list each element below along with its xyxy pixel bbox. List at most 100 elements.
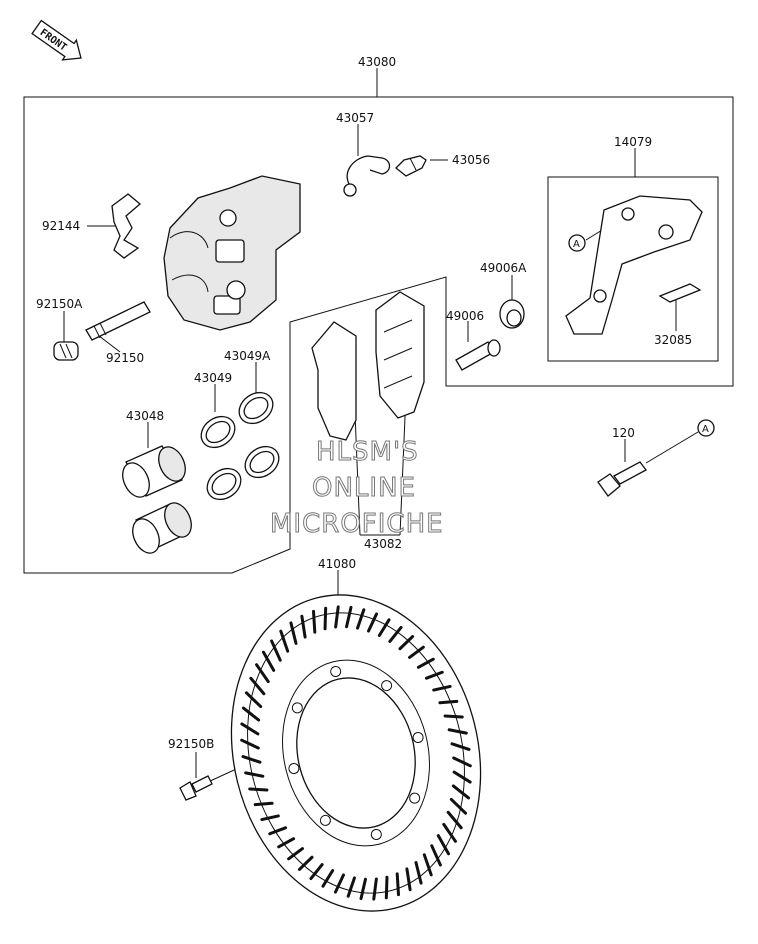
disc-slot: [279, 629, 290, 653]
part-caliper-body-drawing: [163, 175, 301, 331]
part-92150-drawing: [85, 301, 151, 341]
callout-a-bolt: A: [697, 419, 715, 437]
disc-slot: [405, 867, 412, 892]
disc-slot: [367, 612, 379, 633]
disc-slot: [241, 755, 262, 764]
label-43048: 43048: [126, 409, 164, 423]
part-labels: 43080 43057 43056 14079 92144 49006A 921…: [36, 55, 692, 751]
disc-slot: [359, 877, 367, 901]
svg-text:A: A: [702, 424, 709, 435]
disc-slot: [446, 810, 463, 830]
disc-slot: [255, 663, 270, 684]
disc-slot: [249, 676, 266, 696]
disc-slot: [321, 869, 335, 888]
part-seals-drawing: [200, 391, 280, 501]
bracket-sub-box: [547, 176, 719, 362]
disc-slot: [449, 797, 468, 815]
disc-slot: [452, 756, 472, 768]
disc-slot: [244, 691, 263, 709]
part-49006A-drawing: [499, 299, 525, 329]
watermark: HLSM'S ONLINE MICROFICHE: [270, 437, 444, 540]
part-120-drawing: [597, 461, 647, 497]
part-92144-drawing: [111, 193, 142, 259]
label-92150: 92150: [106, 351, 144, 365]
disc-slot: [442, 822, 457, 843]
disc-slot: [323, 606, 328, 631]
label-43056: 43056: [452, 153, 490, 167]
disc-slot: [408, 645, 425, 659]
part-49006-drawing: [455, 339, 501, 371]
part-43056-drawing: [395, 155, 427, 177]
disc-slot: [287, 847, 304, 861]
disc-slot: [260, 814, 280, 822]
disc-slot: [270, 639, 282, 662]
disc-slot: [436, 834, 450, 856]
front-arrow-icon: FRONT: [31, 19, 82, 61]
disc-slot: [253, 801, 274, 807]
disc-slot: [262, 650, 276, 672]
label-43049: 43049: [194, 371, 232, 385]
label-43049A: 43049A: [224, 349, 271, 363]
disc-slot: [244, 771, 265, 778]
disc-slot: [334, 605, 340, 629]
caliper-assembly-outline: [23, 96, 734, 574]
label-92150A: 92150A: [36, 297, 83, 311]
part-14079-drawing: [565, 195, 703, 335]
disc-slot: [248, 787, 269, 792]
disc-slot: [300, 614, 307, 639]
disc-slot: [452, 770, 472, 784]
disc-slot: [377, 618, 391, 637]
label-14079: 14079: [614, 135, 652, 149]
disc-slot: [345, 605, 353, 629]
label-43057: 43057: [336, 111, 374, 125]
label-43080: 43080: [358, 55, 396, 69]
disc-slot: [309, 863, 324, 881]
disc-slot: [346, 876, 356, 898]
disc-slot: [416, 657, 435, 669]
disc-slot: [268, 826, 288, 836]
disc-slot: [297, 855, 314, 871]
label-92150B: 92150B: [168, 737, 214, 751]
label-120: 120: [612, 426, 635, 440]
disc-slot: [241, 706, 261, 722]
part-41080-disc-drawing: [230, 594, 482, 912]
callout-a-bracket: A: [568, 234, 586, 252]
part-43048-drawing: [122, 445, 192, 554]
disc-slot: [388, 625, 403, 643]
disc-slot: [450, 742, 471, 751]
disc-slot: [443, 714, 464, 719]
label-49006: 49006: [446, 309, 484, 323]
label-92144: 92144: [42, 219, 80, 233]
disc-slot: [398, 635, 415, 651]
part-32085-drawing: [658, 283, 702, 303]
svg-text:A: A: [573, 239, 580, 250]
disc-slot: [422, 853, 433, 877]
watermark-line-2: ONLINE: [312, 473, 416, 503]
part-43057-drawing: [343, 155, 391, 197]
disc-slot: [414, 861, 423, 885]
disc-slot: [447, 728, 468, 735]
label-41080: 41080: [318, 557, 356, 571]
part-43082-drawing: [311, 291, 425, 441]
disc-slot: [438, 699, 459, 705]
label-49006A: 49006A: [480, 261, 527, 275]
disc-slot: [312, 609, 317, 634]
disc-slot: [430, 844, 442, 867]
part-92150A-drawing: [53, 341, 79, 361]
disc-slot-pattern: [240, 605, 472, 901]
watermark-line-3: MICROFICHE: [270, 509, 444, 539]
disc-slot: [424, 670, 444, 680]
disc-slot: [451, 784, 471, 800]
disc-slot: [356, 608, 366, 630]
disc-slot: [432, 684, 452, 692]
disc-slot: [395, 872, 400, 897]
label-43082: 43082: [364, 537, 402, 551]
label-32085: 32085: [654, 333, 692, 347]
disc-slot: [289, 621, 298, 645]
disc-slot: [384, 875, 389, 900]
disc-slot: [372, 877, 378, 901]
disc-slot: [333, 873, 345, 894]
disc-slot: [240, 722, 260, 736]
disc-slot: [240, 738, 260, 750]
